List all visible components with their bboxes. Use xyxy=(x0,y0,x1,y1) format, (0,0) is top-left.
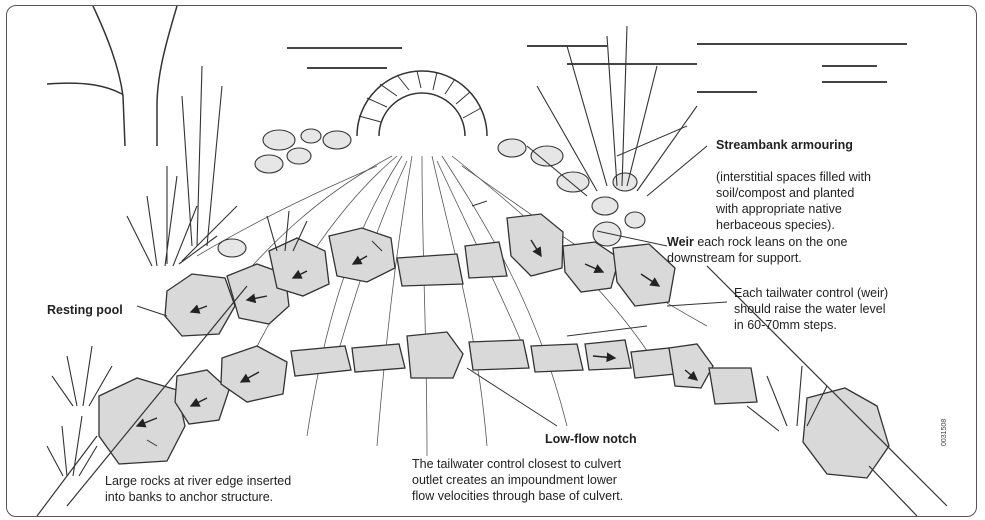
weir-label: Weir each rock leans on the one downstre… xyxy=(667,234,847,266)
low-flow-notch-label: Low-flow notch xyxy=(545,431,637,447)
large-rocks-label: Large rocks at river edge inserted into … xyxy=(105,473,291,505)
figure-code: 0031508 xyxy=(941,419,948,446)
diagram-frame: Streambank armouring (interstitial space… xyxy=(6,5,977,517)
tailwater-control-label: Each tailwater control (weir) should rai… xyxy=(734,285,888,333)
culvert-impoundment-label: The tailwater control closest to culvert… xyxy=(412,456,623,504)
streambank-armouring-label: Streambank armouring (interstitial space… xyxy=(716,121,871,233)
culvert-arch-icon xyxy=(357,71,487,136)
streambank-text: (interstitial spaces filled with soil/co… xyxy=(716,170,871,232)
water-surface-lines xyxy=(287,44,907,92)
weir-text: each rock leans on the one downstream fo… xyxy=(667,235,847,265)
weir-title: Weir xyxy=(667,235,694,249)
resting-pool-label: Resting pool xyxy=(47,302,123,318)
streambank-title: Streambank armouring xyxy=(716,138,853,152)
tree-trunk-icon xyxy=(47,6,177,146)
bank-rocks xyxy=(218,129,645,257)
